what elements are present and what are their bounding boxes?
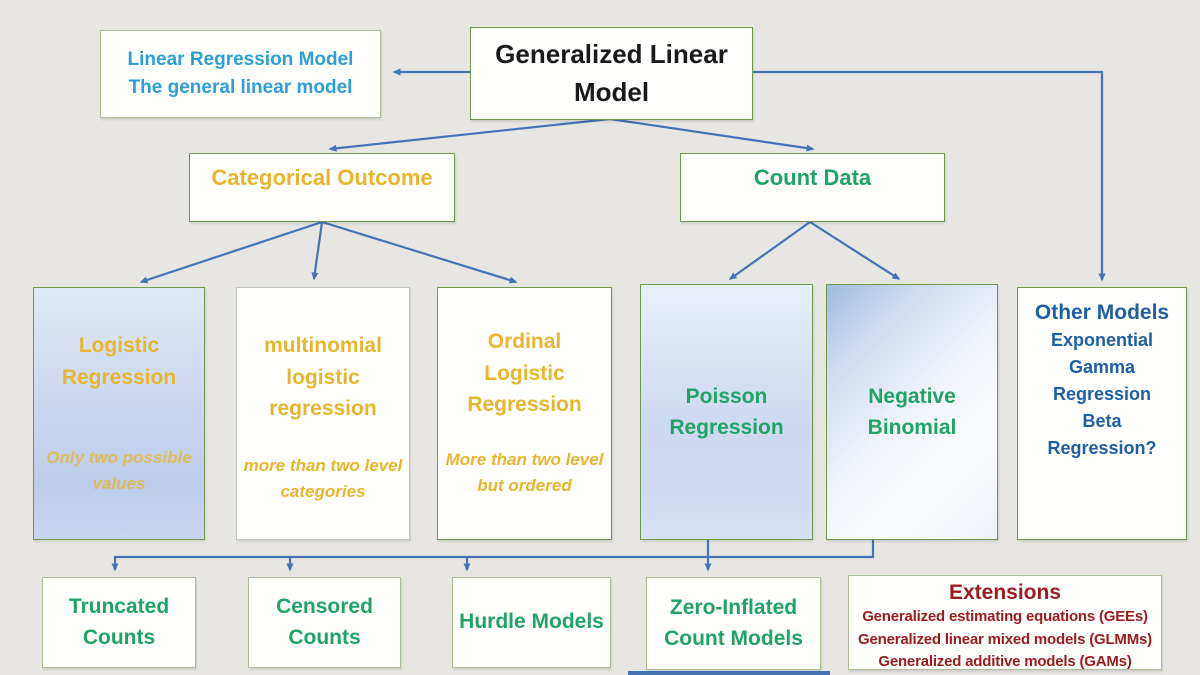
node-censored-counts: Censored Counts — [248, 577, 401, 668]
node-extensions: Extensions Generalized estimating equati… — [848, 575, 1162, 670]
censored-counts-label: Censored Counts — [276, 595, 373, 649]
connector-bus-to-truncated — [111, 540, 875, 572]
multinomial-note: more than two level categories — [243, 455, 403, 501]
linear-regression-line2: The general linear model — [128, 77, 353, 98]
connector-categorical-to-multinomial — [311, 221, 324, 281]
node-ordinal-logistic-regression: Ordinal Logistic Regression More than tw… — [437, 287, 612, 540]
node-negative-binomial: Negative Binomial — [826, 284, 998, 540]
node-categorical-outcome: Categorical Outcome — [189, 153, 455, 222]
node-truncated-counts: Truncated Counts — [42, 577, 196, 668]
extensions-line: Generalized additive models (GAMs) — [878, 653, 1132, 671]
node-logistic-regression: Logistic Regression Only two possible va… — [33, 287, 205, 540]
linear-regression-line1: Linear Regression Model — [127, 49, 354, 71]
other-models-line: Exponential — [1050, 330, 1153, 351]
multinomial-title: multinomial logistic regression — [264, 334, 382, 420]
negative-binomial-title: Negative Binomial — [867, 384, 957, 440]
node-count-data: Count Data — [680, 153, 945, 222]
hurdle-models-label: Hurdle Models — [459, 610, 604, 634]
extensions-line: Generalized estimating equations (GEEs) — [862, 608, 1148, 626]
other-models-title: Other Models — [1034, 301, 1170, 324]
count-data-label: Count Data — [753, 165, 872, 190]
connector-count-to-negative-binomial — [809, 221, 901, 280]
other-models-line: Gamma — [1068, 357, 1136, 378]
extensions-line: Generalized linear mixed models (GLMMs) — [858, 630, 1152, 648]
zero-inflated-label: Zero-Inflated Count Models — [664, 596, 803, 650]
connector-count-to-poisson — [728, 221, 811, 280]
bottom-edge-blue-strip — [628, 671, 830, 675]
glm-title: Generalized Linear Model — [495, 39, 728, 107]
other-models-line: Regression? — [1047, 438, 1157, 459]
truncated-counts-label: Truncated Counts — [68, 595, 170, 649]
connector-categorical-to-logistic — [139, 220, 323, 284]
node-multinomial-logistic-regression: multinomial logistic regression more tha… — [236, 287, 410, 540]
logistic-note: Only two possible values — [46, 448, 192, 494]
node-poisson-regression: Poisson Regression — [640, 284, 813, 540]
connector-glm-to-other-models — [753, 70, 1106, 282]
connector-categorical-to-ordinal — [321, 220, 518, 284]
other-models-line: Regression — [1052, 384, 1152, 405]
node-linear-regression-model: Linear Regression Model The general line… — [100, 30, 381, 118]
node-hurdle-models: Hurdle Models — [452, 577, 611, 668]
extensions-title: Extensions — [948, 581, 1062, 604]
ordinal-note: More than two level but ordered — [445, 449, 604, 495]
node-other-models: Other Models Exponential Gamma Regressio… — [1017, 287, 1187, 540]
categorical-outcome-label: Categorical Outcome — [211, 165, 433, 190]
node-zero-inflated-count-models: Zero-Inflated Count Models — [646, 577, 821, 670]
connector-glm-to-count-data — [609, 117, 815, 152]
other-models-line: Beta — [1082, 411, 1122, 432]
logistic-title: Logistic Regression — [61, 334, 177, 389]
ordinal-title: Ordinal Logistic Regression — [467, 330, 582, 416]
connector-glm-to-categorical-outcome — [328, 117, 611, 152]
poisson-title: Poisson Regression — [669, 384, 784, 440]
node-generalized-linear-model: Generalized Linear Model — [470, 27, 753, 120]
